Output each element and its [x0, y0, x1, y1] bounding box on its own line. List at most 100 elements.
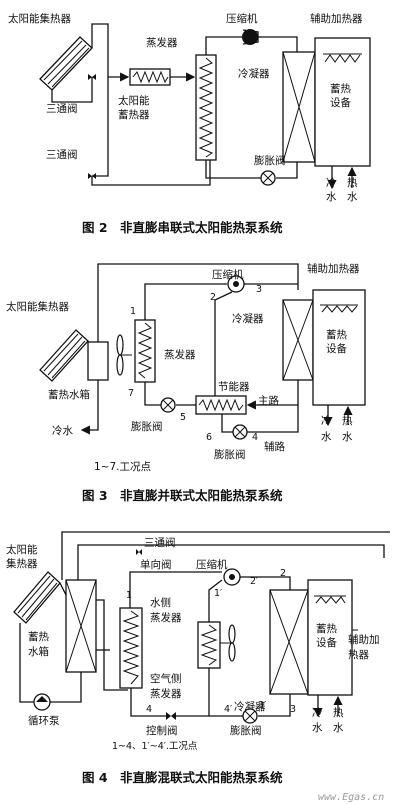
label-cold-water-2: 水	[321, 431, 332, 443]
storage-device-fig2	[314, 37, 371, 167]
label-tank-1: 蓄热	[28, 630, 49, 643]
label-aux-heater: 辅助加热器	[307, 262, 360, 275]
caption-fig4: 图 4 非直膨混联式太阳能热泵系统	[82, 770, 283, 785]
solar-storage-heater	[129, 68, 171, 86]
compressor-fig4	[223, 568, 241, 586]
expansion-valve-fig2	[260, 170, 276, 186]
label-storage-2: 设备	[316, 636, 337, 649]
point-5: 5	[180, 412, 186, 423]
label-evaporator: 蒸发器	[164, 348, 196, 361]
label-three-way: 三通阀	[144, 536, 176, 549]
label-compressor: 压缩机	[196, 558, 228, 571]
label-check-valve: 单向阀	[140, 558, 172, 571]
expansion-valve-2-fig3	[232, 424, 248, 440]
label-hot-water-1: 热	[333, 706, 344, 719]
label-hot-water-2: 水	[347, 191, 358, 203]
three-way-valve-1	[88, 74, 96, 80]
figure-2: 太阳能集热器 三通阀 三通阀 太阳能 蓄热器 蒸发器	[8, 12, 371, 235]
label-collector: 太阳能集热器	[8, 12, 71, 25]
label-cold-water-2: 水	[312, 722, 323, 734]
three-way-valve-fig4	[136, 549, 142, 555]
label-cold-water-in: 冷水	[52, 424, 73, 437]
label-air-evap-2: 蒸发器	[150, 687, 182, 700]
label-hot-water-2: 水	[333, 722, 344, 734]
label-cold-water-1: 冷	[312, 706, 323, 719]
point-4: 4	[146, 704, 152, 715]
point-7: 7	[128, 388, 134, 399]
label-note: 1~4、1′~4′.工况点	[112, 741, 198, 752]
point-2: 2	[280, 568, 286, 579]
label-storage-2: 设备	[330, 96, 351, 109]
point-3-prime: 3′	[258, 700, 266, 711]
label-expansion: 膨胀阀	[254, 154, 286, 167]
label-evaporator: 蒸发器	[146, 36, 178, 49]
label-solar-store-1: 太阳能	[118, 94, 150, 107]
circulation-pump	[33, 693, 51, 711]
solar-collector-fig4	[13, 571, 61, 624]
label-tank: 蓄热水箱	[48, 388, 90, 401]
figure-3: 太阳能集热器 蓄热水箱 冷水 蒸发器 1 7 压缩机 2 3	[6, 262, 366, 503]
air-side-evaporator	[197, 621, 221, 669]
point-3: 3	[256, 284, 262, 295]
condenser-fig3	[282, 299, 314, 381]
label-condenser: 冷凝器	[232, 312, 264, 325]
evaporator-fig3	[134, 319, 156, 383]
storage-device-fig3	[312, 289, 366, 406]
label-storage-2: 设备	[326, 342, 347, 355]
label-pump: 循环泵	[28, 714, 60, 727]
point-1: 1	[126, 590, 132, 601]
condenser-fig4	[269, 589, 309, 695]
fan-icon	[220, 624, 236, 662]
expansion-valve-1-fig3	[160, 397, 176, 413]
label-hot-water-2: 水	[342, 431, 353, 443]
label-cold-water-1: 冷	[326, 176, 337, 189]
heat-storage-tank	[87, 341, 109, 381]
label-collector-2: 集热器	[6, 557, 38, 570]
label-condenser: 冷凝器	[234, 700, 266, 713]
point-6: 6	[206, 432, 212, 443]
label-hot-water-1: 热	[347, 176, 358, 189]
label-note: 1~7.工况点	[94, 461, 151, 473]
solar-collector-fig3	[39, 329, 89, 382]
fan-icon	[116, 334, 132, 376]
condenser-fig2	[282, 51, 316, 163]
control-valve	[166, 712, 176, 720]
label-cold-water-1: 冷	[321, 414, 332, 427]
expansion-valve-fig4	[242, 708, 258, 724]
storage-tank-fig4	[65, 579, 97, 673]
label-compressor: 压缩机	[226, 12, 258, 25]
label-collector: 太阳能集热器	[6, 300, 69, 313]
label-air-evap-1: 空气侧	[150, 672, 182, 685]
point-1: 1	[130, 306, 136, 317]
label-expansion-2: 膨胀阀	[214, 448, 246, 461]
label-storage-1: 蓄热	[326, 328, 347, 341]
label-condenser: 冷凝器	[238, 67, 270, 80]
label-valve-1: 三通阀	[46, 102, 78, 115]
label-expansion: 膨胀阀	[230, 724, 262, 737]
evaporator-fig2	[195, 54, 217, 161]
label-aux-heater-2: 热器	[348, 648, 369, 661]
label-cold-water-2: 水	[326, 191, 337, 203]
label-economizer: 节能器	[218, 380, 250, 393]
label-water-evap-1: 水侧	[150, 596, 171, 609]
label-aux-path: 辅路	[264, 440, 285, 453]
label-aux-heater: 辅助加热器	[310, 12, 363, 25]
label-collector-1: 太阳能	[6, 543, 38, 556]
label-valve-2: 三通阀	[46, 148, 78, 161]
point-4: 4	[252, 432, 258, 443]
solar-collector-fig2	[39, 36, 93, 91]
storage-device-fig4	[307, 579, 353, 696]
label-solar-store-2: 蓄热器	[118, 108, 150, 121]
label-control-valve: 控制阀	[146, 724, 178, 737]
label-compressor: 压缩机	[212, 268, 244, 281]
point-3: 3	[290, 704, 296, 715]
watermark: www.Egas.cn	[318, 792, 384, 803]
caption-fig3: 图 3 非直膨并联式太阳能热泵系统	[82, 488, 283, 503]
label-expansion-1: 膨胀阀	[131, 420, 163, 433]
point-4-prime: 4′	[224, 704, 232, 715]
point-2: 2	[210, 292, 216, 303]
point-1-prime: 1′	[214, 588, 222, 599]
caption-fig2: 图 2 非直膨串联式太阳能热泵系统	[82, 220, 283, 235]
point-2-prime: 2′	[250, 576, 258, 587]
